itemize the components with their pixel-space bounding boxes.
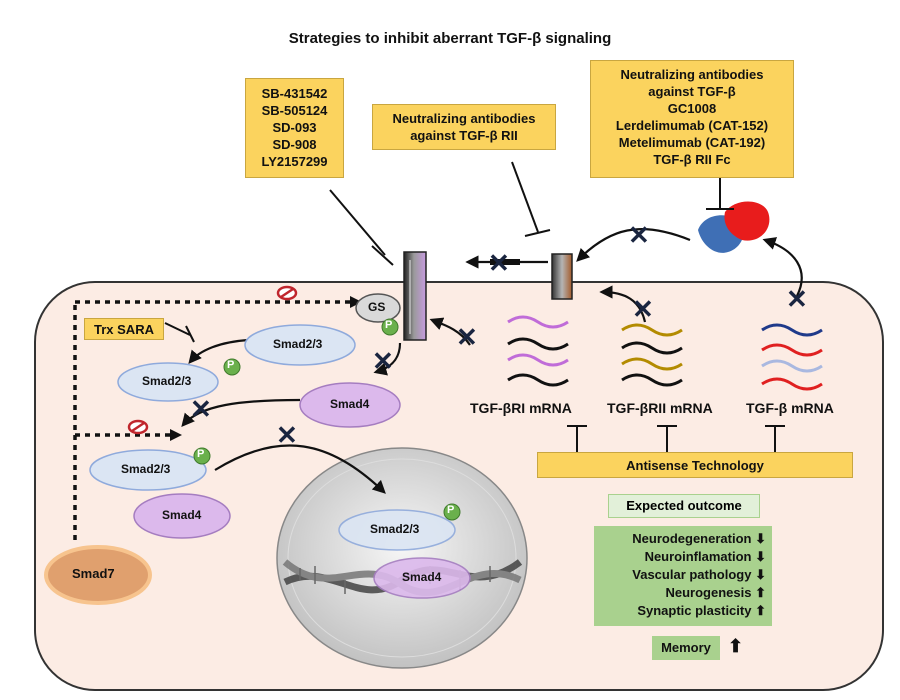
smad23-a-shape: [244, 324, 356, 366]
tgf-beta-mrna-strands: [761, 323, 823, 391]
ligand-antibody-box: Neutralizing antibodies against TGF-β GC…: [590, 60, 794, 178]
tgf-beta-r1-mrna-strands: [507, 315, 569, 387]
smad4-nuclear-label: Smad4: [402, 570, 442, 584]
svg-text:✕: ✕: [276, 420, 298, 450]
antisense-technology-box: Antisense Technology: [537, 452, 853, 478]
gs-domain: [355, 293, 401, 323]
svg-text:✕: ✕: [628, 220, 650, 250]
outcomes-box: Neurodegeneration ⬇ Neuroinflamation ⬇ V…: [594, 526, 772, 626]
smad23-b-shape: [117, 362, 219, 402]
smad23-label: Smad2/3: [273, 337, 323, 351]
tgf-beta-receptor-1: [403, 251, 427, 341]
smad23-nuclear-label: Smad2/3: [370, 522, 420, 536]
svg-text:✕: ✕: [632, 294, 654, 324]
up-arrow-icon: ⬆: [755, 585, 766, 600]
smad4-nuc-shape: [373, 557, 471, 599]
small-molecule-inhibitors-box: SB-431542 SB-505124 SD-093 SD-908 LY2157…: [245, 78, 344, 178]
phospho-label: P: [385, 319, 393, 331]
block-marks: ✕ ✕ ✕ ✕ ✕ ✕ ✕ ✕: [190, 220, 808, 450]
svg-text:✕: ✕: [372, 346, 394, 376]
down-arrow-icon: ⬇: [755, 549, 766, 564]
outcome-item: Synaptic plasticity ⬆: [637, 603, 766, 618]
smad23-label: Smad2/3: [142, 374, 192, 388]
up-arrow-icon: ⬆: [755, 603, 766, 618]
figure-title: Strategies to inhibit aberrant TGF-β sig…: [288, 30, 612, 47]
tgf-beta-r2-mrna-strands: [621, 323, 683, 387]
tgf-beta-ligand: [698, 201, 770, 253]
smad4-label: Smad4: [330, 397, 370, 411]
svg-text:✕: ✕: [786, 284, 808, 314]
outcome-item: Neurogenesis ⬆: [665, 585, 766, 600]
smad23-c-shape: [89, 449, 207, 491]
smad23-label: Smad2/3: [121, 462, 171, 476]
phospho-label: P: [197, 448, 205, 460]
smad4-b-shape: [133, 493, 231, 539]
up-arrow-icon: ⬆: [728, 636, 744, 656]
outcome-item: Neuroinflamation ⬇: [644, 549, 766, 564]
smad4-label: Smad4: [162, 508, 202, 522]
down-arrow-icon: ⬇: [755, 531, 766, 546]
tgf-beta-r1-mrna-label: TGF-βRI mRNA: [470, 400, 572, 416]
outcome-item: Vascular pathology ⬇: [632, 567, 766, 582]
down-arrow-icon: ⬇: [755, 567, 766, 582]
memory-box: Memory: [652, 636, 720, 660]
nucleus: [276, 447, 528, 669]
trx-sara-box: Trx SARA: [84, 318, 164, 340]
svg-text:✕: ✕: [488, 248, 510, 278]
tgf-beta-receptor-2: [551, 253, 573, 300]
smad4-a-shape: [299, 382, 401, 428]
phospho-label: P: [227, 359, 235, 371]
receptor-antibody-box: Neutralizing antibodies against TGF-β RI…: [372, 104, 556, 150]
smad7-shape: [44, 545, 152, 605]
phospho-label: P: [447, 504, 455, 516]
smad7-label: Smad7: [72, 566, 115, 581]
svg-text:✕: ✕: [190, 394, 212, 424]
outcome-item: Neurodegeneration ⬇: [632, 531, 766, 546]
svg-text:✕: ✕: [456, 322, 478, 352]
smad23-nuc-shape: [338, 509, 456, 551]
gs-label: GS: [368, 300, 386, 314]
tgf-beta-mrna-label: TGF-β mRNA: [746, 400, 834, 416]
tgf-beta-r2-mrna-label: TGF-βRII mRNA: [607, 400, 713, 416]
expected-outcome-header: Expected outcome: [608, 494, 760, 518]
